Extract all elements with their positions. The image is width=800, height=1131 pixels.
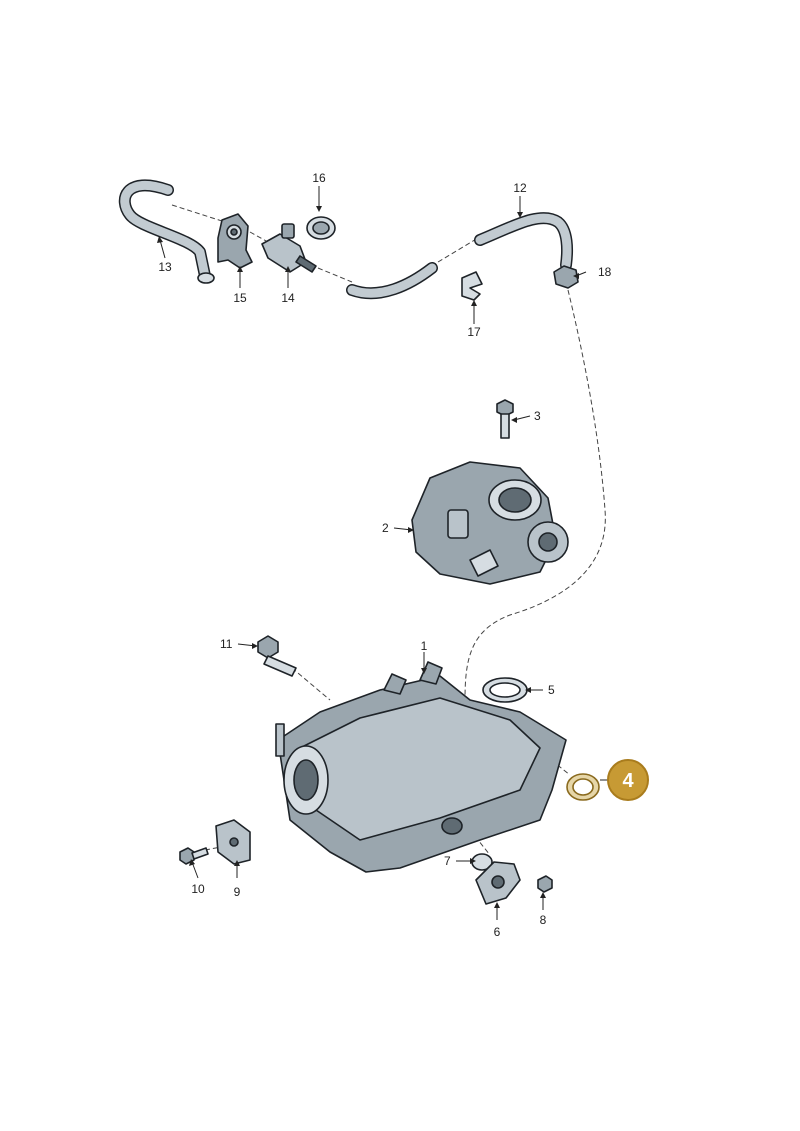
hose-13 [118, 179, 215, 284]
label-15: 15 [233, 291, 247, 305]
seal-ring-4 [566, 773, 600, 801]
part-labels: 16 12 13 15 14 18 17 3 2 11 1 5 7 10 9 8… [158, 171, 611, 939]
hose-12 [474, 212, 573, 271]
label-2: 2 [382, 521, 389, 535]
label-5: 5 [548, 683, 555, 697]
label-7: 7 [444, 854, 451, 868]
label-16: 16 [312, 171, 326, 185]
label-9: 9 [234, 885, 241, 899]
throttle-body-2 [411, 461, 569, 585]
label-10: 10 [191, 882, 205, 896]
bolt-11 [257, 635, 297, 677]
label-13: 13 [158, 260, 172, 274]
intake-manifold-1 [275, 661, 567, 873]
plate-9 [215, 819, 251, 865]
label-8: 8 [540, 913, 547, 927]
label-11: 11 [220, 637, 233, 651]
label-12: 12 [513, 181, 527, 195]
highlight-circle [607, 759, 649, 801]
highlight-label: 4 [622, 770, 634, 792]
hose-middle [346, 262, 438, 300]
ring-16 [306, 216, 336, 240]
label-3: 3 [534, 409, 541, 423]
connector-18 [553, 265, 579, 289]
bracket-15 [217, 213, 253, 269]
clip-17 [461, 271, 483, 301]
bolt-8 [537, 875, 553, 893]
label-17: 17 [467, 325, 481, 339]
bolt-3 [496, 399, 514, 439]
label-1: 1 [421, 639, 428, 653]
cover-6 [475, 861, 521, 905]
bolt-10 [179, 847, 209, 865]
leader-arrowheads [157, 206, 579, 908]
label-6: 6 [494, 925, 501, 939]
label-18: 18 [598, 265, 612, 279]
highlight-callout-4: 4 [607, 759, 649, 801]
valve-14 [261, 223, 317, 273]
gasket-5 [482, 677, 528, 703]
label-14: 14 [281, 291, 295, 305]
